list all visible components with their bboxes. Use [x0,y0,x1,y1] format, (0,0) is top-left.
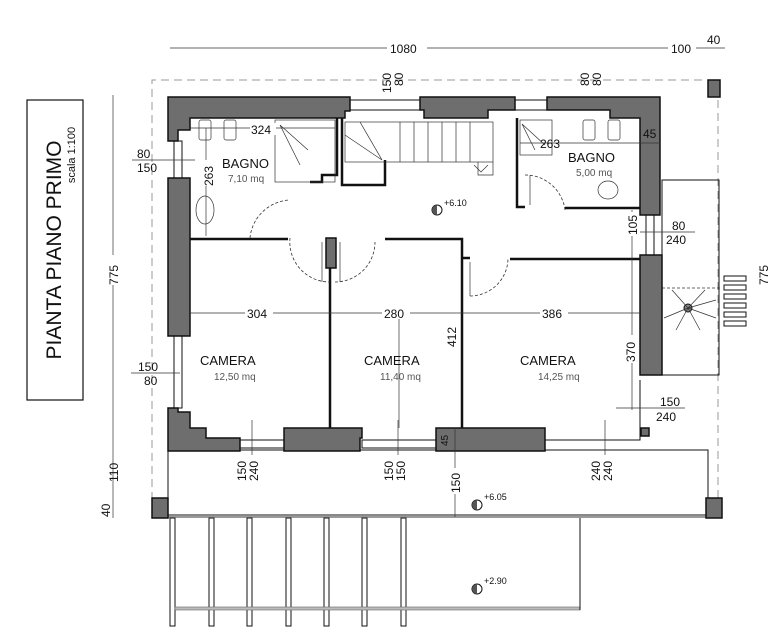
dim-text: 370 [624,342,638,362]
room-area: 5,00 mq [576,168,612,179]
level-label: +6.05 [484,492,507,502]
dim-text: 150 [138,360,158,374]
dim-text: 263 [202,166,216,186]
dim-text: 80 [392,72,406,86]
room-name: BAGNO [568,150,615,165]
bathroom-fixtures [195,119,621,225]
dim-text: 240 [589,461,603,481]
title-block: PIANTA PIANO PRIMO scala 1:100 [26,99,84,401]
dim-text: 240 [656,410,676,424]
dim-text: 240 [601,461,615,481]
dim-text: 100 [671,42,691,56]
dim-text: 45 [440,434,451,446]
dim-text: 324 [251,123,271,137]
room-area: 12,50 mq [214,372,256,383]
dim-text: 240 [666,233,686,247]
dim-text: 80 [590,72,604,86]
dim-text: 304 [247,307,267,321]
level-label: +6.10 [444,198,467,208]
dim-text: 150 [394,461,408,481]
dim-text: 775 [757,265,768,285]
pergola [169,517,581,627]
level-label: +2.90 [484,576,507,586]
dim-text: 150 [235,461,249,481]
dim-text: 150 [380,73,394,93]
dim-text: 263 [540,137,560,151]
dim-text: 105 [626,215,640,235]
title-frame [26,99,84,401]
plan-scale: scala 1:100 [66,127,78,183]
dim-text: 80 [578,72,592,86]
interior-walls [190,118,641,441]
balcony [167,449,709,516]
level-markers: +6.10 +6.05 +2.90 [431,198,507,595]
roof-outline [151,79,705,500]
interior-stair [344,121,494,176]
dim-text: 80 [672,219,686,233]
room-area: 11,40 mq [380,372,421,383]
room-name: BAGNO [222,156,269,171]
room-name: CAMERA [364,353,420,368]
doors [249,174,566,297]
pillar [705,497,723,519]
room-name: CAMERA [520,353,576,368]
dim-text: 386 [542,307,562,321]
dim-text: 45 [643,127,657,141]
exterior-walls [167,96,663,452]
dim-text: 412 [445,327,459,347]
dim-text: 775 [107,265,121,285]
dimension-lines [112,47,725,518]
dim-text: 150 [382,461,396,481]
windows [173,99,655,449]
dim-text: 150 [449,473,463,493]
dim-text: 110 [107,463,121,482]
dim-text: 80 [144,374,158,388]
dim-text: 40 [99,503,113,517]
room-area: 14,25 mq [538,372,580,383]
room-labels: BAGNO 7,10 mq BAGNO 5,00 mq CAMERA 12,50… [200,150,615,383]
pillar [707,79,721,98]
dim-text: 80 [137,147,151,161]
dim-text: 280 [384,307,404,321]
room-name: CAMERA [200,353,256,368]
dim-text: 150 [660,395,680,409]
room-area: 7,10 mq [228,174,264,185]
spiral-stair [661,179,747,376]
pillar [151,497,169,519]
dim-text: 150 [137,161,157,175]
dim-text: 40 [707,33,721,47]
dim-text: 240 [247,461,261,481]
dim-text: 1080 [390,42,417,56]
dimension-labels: 1080 100 40 775 110 40 775 150 80 80 80 … [99,33,768,517]
plan-title: PIANTA PIANO PRIMO [43,141,66,360]
